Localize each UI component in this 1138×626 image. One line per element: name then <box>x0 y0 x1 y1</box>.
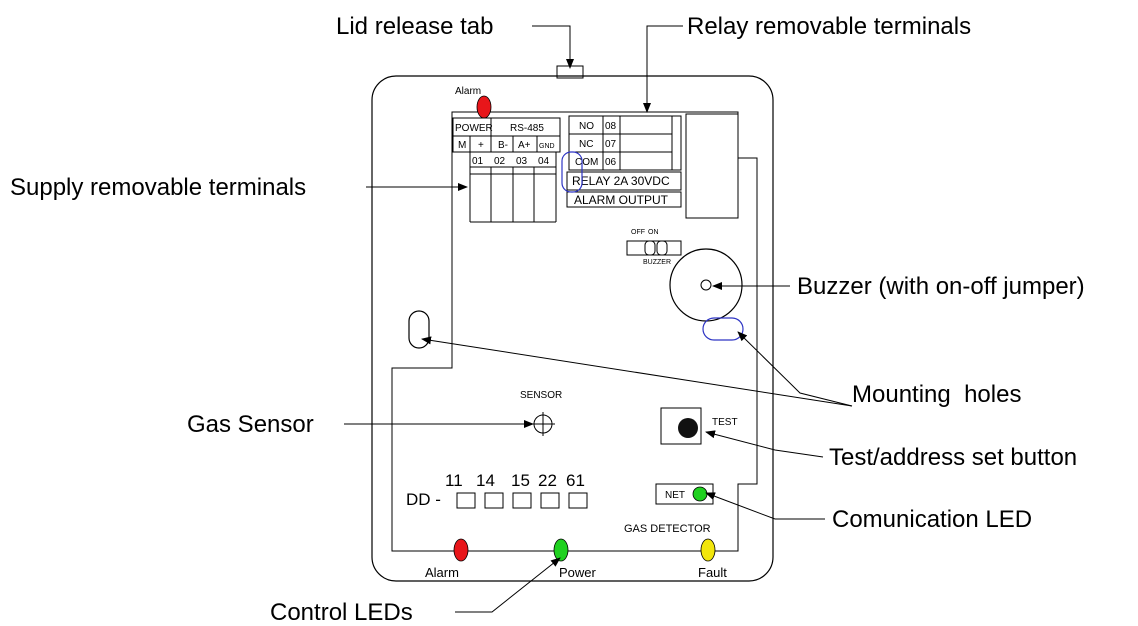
net-led <box>692 486 708 502</box>
fault-led-label: Fault <box>698 565 727 580</box>
jumper-buzzer-label: BUZZER <box>643 259 671 266</box>
fault-led <box>700 538 716 562</box>
buzzer-center <box>700 279 712 291</box>
callout-mounting-holes: Mounting holes <box>852 381 1021 408</box>
test-button-housing <box>660 407 702 445</box>
sensor-label: SENSOR <box>520 390 562 401</box>
mounting-hole-right <box>702 317 744 341</box>
jumper-off-label: OFF <box>631 229 645 236</box>
alarm-led-label: Alarm <box>425 565 459 580</box>
relay-rating: RELAY 2A 30VDC <box>572 174 670 188</box>
callout-lines <box>344 25 853 613</box>
pin-num-04: 04 <box>538 156 550 167</box>
relay-com-num: 06 <box>605 157 617 168</box>
pin-num-02: 02 <box>494 156 506 167</box>
address-code-14: 14 <box>476 471 495 490</box>
address-switch-4 <box>540 492 560 509</box>
gas-detector-label: GAS DETECTOR <box>624 523 711 535</box>
address-code-11: 11 <box>445 471 463 490</box>
alarm-top-label: Alarm <box>455 86 481 97</box>
relay-nc-label: NC <box>579 139 593 150</box>
relay-nc-num: 07 <box>605 139 617 150</box>
pin-m: M <box>458 140 466 151</box>
relay-output: ALARM OUTPUT <box>574 193 669 207</box>
pin-b-minus: B- <box>498 140 508 151</box>
address-code-15: 15 <box>511 471 530 490</box>
casing-outline <box>371 75 774 582</box>
address-code-22: 22 <box>538 471 557 490</box>
mounting-hole-top <box>561 151 583 193</box>
test-label: TEST <box>712 417 738 428</box>
callout-communication-led: Comunication LED <box>832 506 1032 533</box>
jumper-on-label: ON <box>648 229 659 236</box>
callout-relay-terminals: Relay removable terminals <box>687 13 971 40</box>
net-label: NET <box>665 490 685 501</box>
mounting-hole-left <box>408 310 430 349</box>
power-label: POWER <box>455 123 493 134</box>
address-switch-3 <box>512 492 532 509</box>
relay-terminal-table: NO 08 NC 07 COM 06 RELAY 2A 30VDC ALARM … <box>566 115 682 208</box>
pin-a-plus: A+ <box>518 140 531 151</box>
pin-num-01: 01 <box>472 156 484 167</box>
pin-gnd: GND <box>539 143 555 150</box>
supply-terminal-table: POWER RS-485 M + B- A+ GND 01 02 03 04 <box>452 117 561 223</box>
alarm-led <box>453 538 469 562</box>
power-led-label: Power <box>559 565 597 580</box>
callout-control-leds: Control LEDs <box>270 599 413 626</box>
alarm-top-led <box>476 95 492 119</box>
relay-no-label: NO <box>579 121 594 132</box>
test-button[interactable] <box>678 418 698 438</box>
callout-test-button: Test/address set button <box>829 444 1077 471</box>
callout-buzzer: Buzzer (with on-off jumper) <box>797 273 1085 300</box>
relay-com-label: COM <box>575 157 598 168</box>
rs485-label: RS-485 <box>510 123 544 134</box>
callout-supply-terminals: Supply removable terminals <box>10 174 306 201</box>
dd-prefix: DD - <box>406 490 441 509</box>
address-switch-1 <box>456 492 476 509</box>
relay-block <box>685 113 739 219</box>
address-switch-2 <box>484 492 504 509</box>
callout-gas-sensor: Gas Sensor <box>187 411 314 438</box>
address-switch-5 <box>568 492 588 509</box>
pin-plus: + <box>478 140 484 151</box>
callout-lid-release-tab: Lid release tab <box>336 13 493 40</box>
buzzer <box>669 248 743 322</box>
buzzer-jumper: OFF ON BUZZER <box>626 229 682 266</box>
power-led <box>553 538 569 562</box>
relay-no-num: 08 <box>605 121 617 132</box>
address-code-61: 61 <box>566 471 585 490</box>
pin-num-03: 03 <box>516 156 528 167</box>
